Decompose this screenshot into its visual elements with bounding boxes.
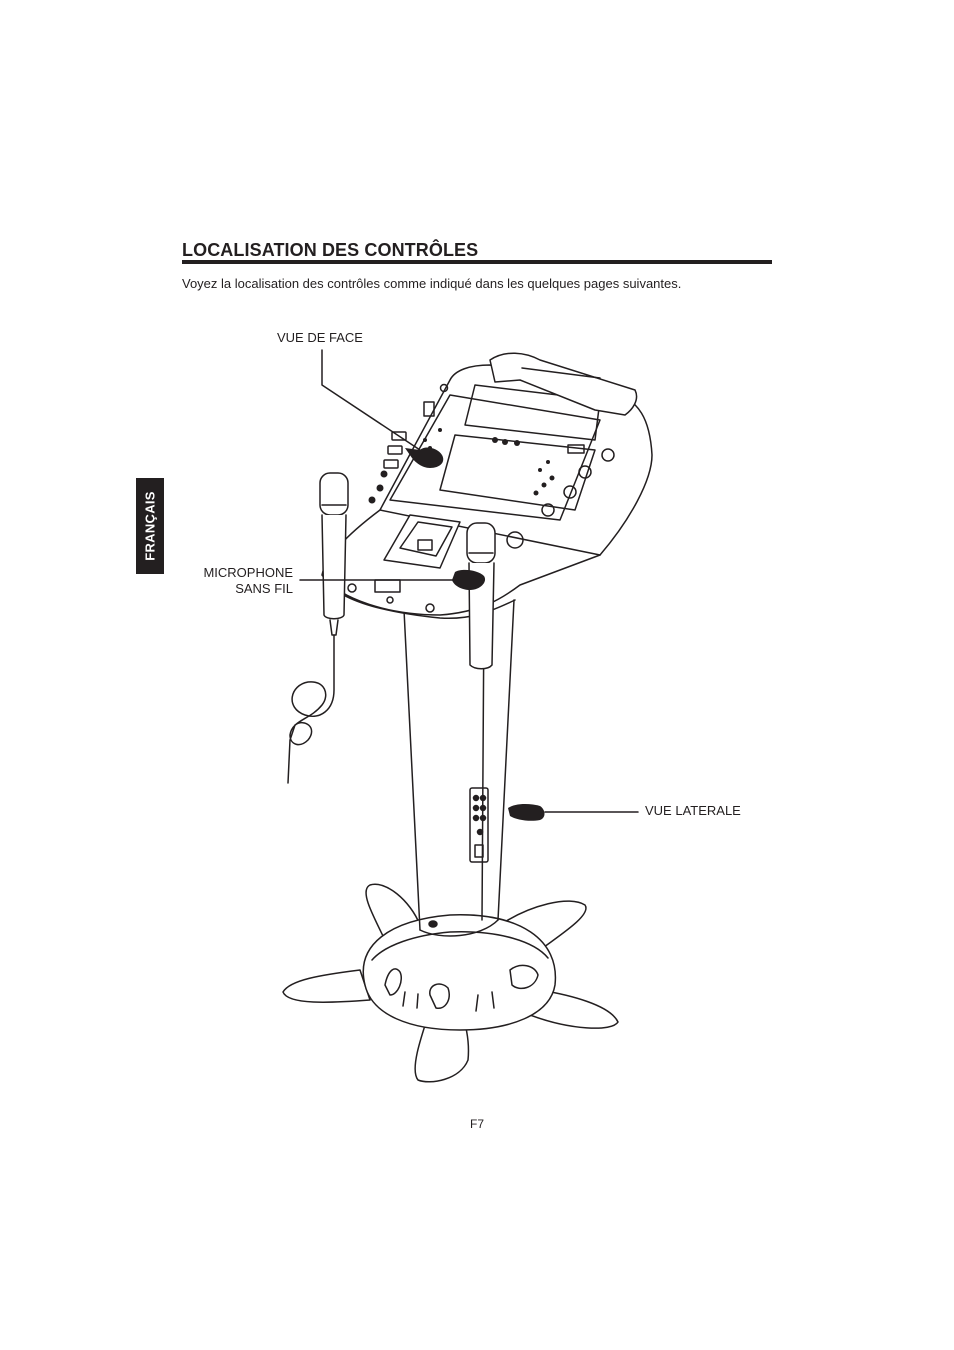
stand-base xyxy=(282,883,619,1083)
pointing-hand-icon xyxy=(508,803,545,821)
callout-wireless-mic: MICROPHONE SANS FIL xyxy=(180,565,293,597)
stand-pole xyxy=(403,599,515,937)
callout-side-view: VUE LATERALE xyxy=(645,803,741,818)
karaoke-console xyxy=(321,352,653,620)
page-number: F7 xyxy=(469,1117,484,1131)
wireless-microphone xyxy=(466,522,496,670)
callout-wireless-mic-line2: SANS FIL xyxy=(235,581,293,596)
title-underline xyxy=(182,260,772,264)
wired-microphone xyxy=(287,472,349,784)
intro-text: Voyez la localisation des contrôles comm… xyxy=(182,276,682,291)
callout-front-view: VUE DE FACE xyxy=(277,330,363,345)
callout-leaders xyxy=(299,349,639,813)
language-tab: FRANÇAIS xyxy=(136,478,164,574)
callout-wireless-mic-line1: MICROPHONE xyxy=(203,565,293,580)
pointing-hand-icon xyxy=(405,447,444,468)
section-title: LOCALISATION DES CONTRÔLES xyxy=(182,240,479,260)
pointing-hand-icon xyxy=(452,569,486,590)
